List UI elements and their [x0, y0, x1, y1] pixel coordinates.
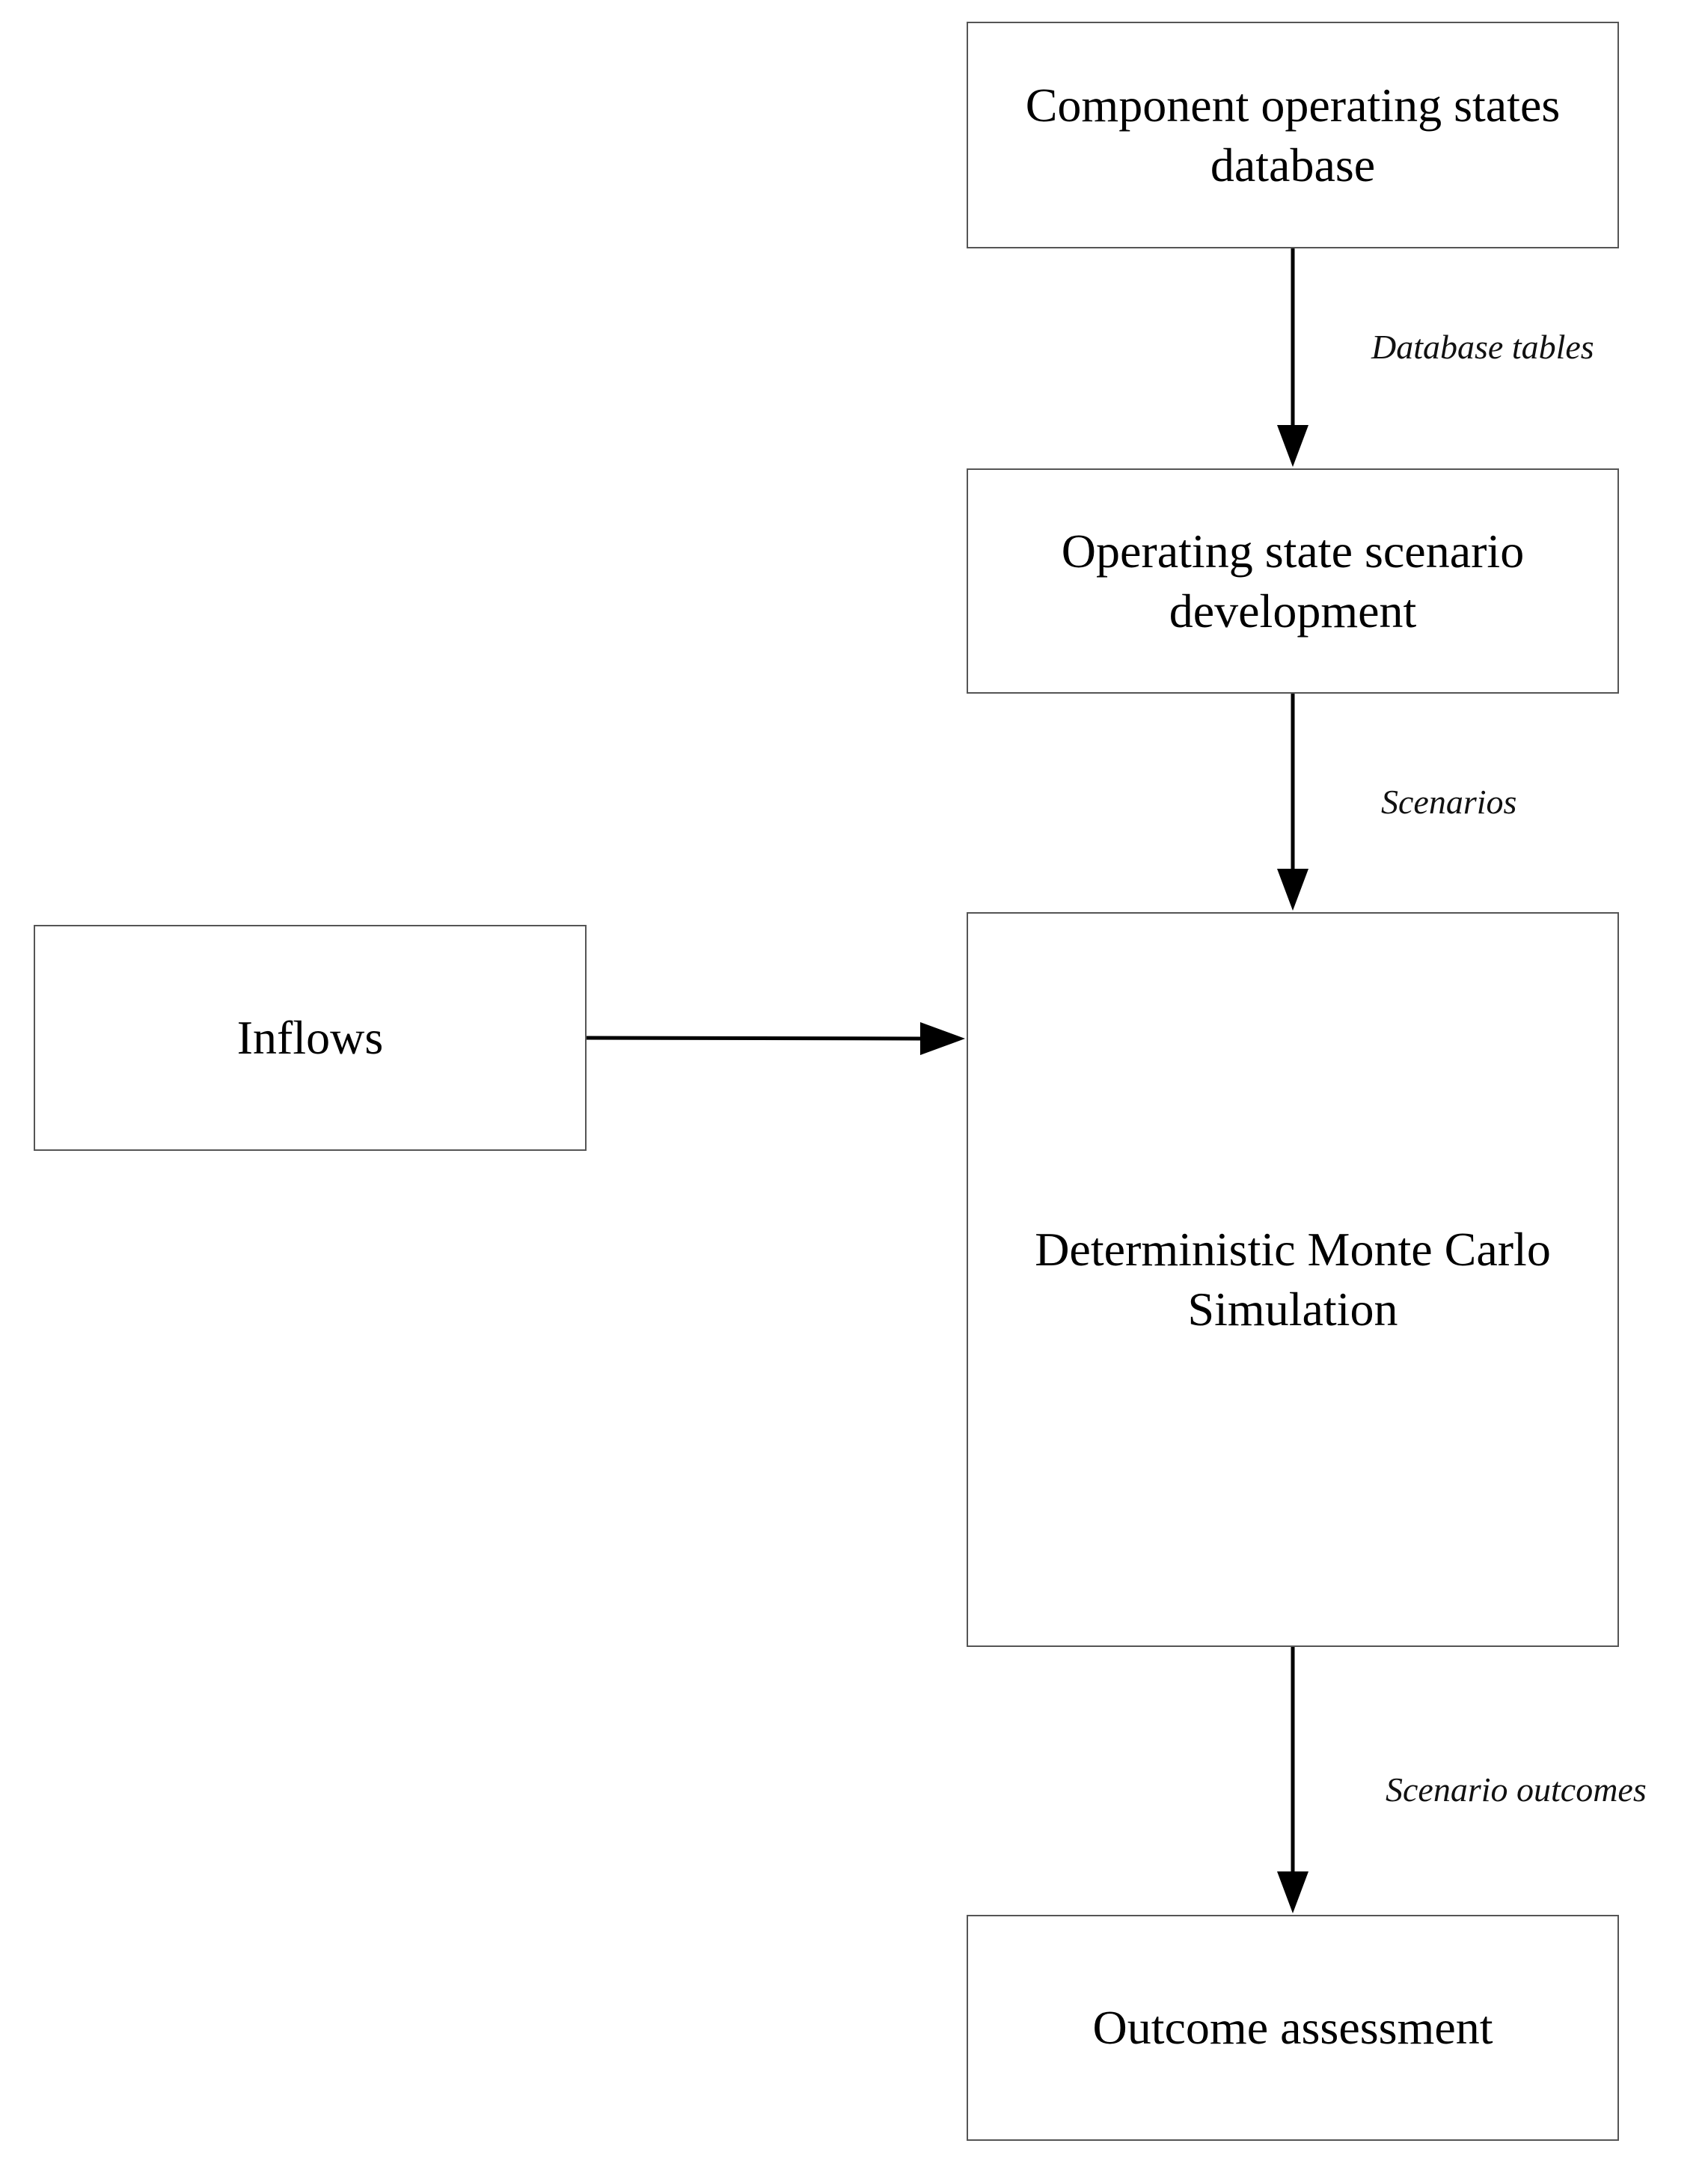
arrowhead-simulation-to-outcome	[1277, 1871, 1308, 1913]
arrowhead-database-to-scenario	[1277, 425, 1308, 467]
edge-label-scenario-outcomes: Scenario outcomes	[1386, 1770, 1647, 1809]
node-monte-carlo-simulation: Deterministic Monte Carlo Simulation	[967, 912, 1619, 1647]
node-label: Deterministic Monte Carlo Simulation	[1035, 1223, 1551, 1336]
node-outcome-assessment: Outcome assessment	[967, 1915, 1619, 2141]
node-label: Inflows	[236, 1011, 384, 1064]
node-scenario-development: Operating state scenario development	[967, 468, 1619, 694]
edge-label-scenarios: Scenarios	[1381, 783, 1517, 821]
node-label: Operating state scenario development	[1061, 524, 1525, 638]
node-label: Component operating states database	[1025, 78, 1561, 192]
arrowhead-scenario-to-simulation	[1277, 869, 1308, 911]
node-inflows: Inflows	[34, 925, 587, 1151]
edge-label-database-tables: Database tables	[1371, 328, 1594, 366]
node-component-database: Component operating states database	[967, 22, 1619, 248]
node-label: Outcome assessment	[1092, 2001, 1493, 2054]
arrowhead-inflows-to-simulation	[920, 1022, 965, 1055]
arrow-inflows-to-simulation	[586, 1036, 922, 1041]
